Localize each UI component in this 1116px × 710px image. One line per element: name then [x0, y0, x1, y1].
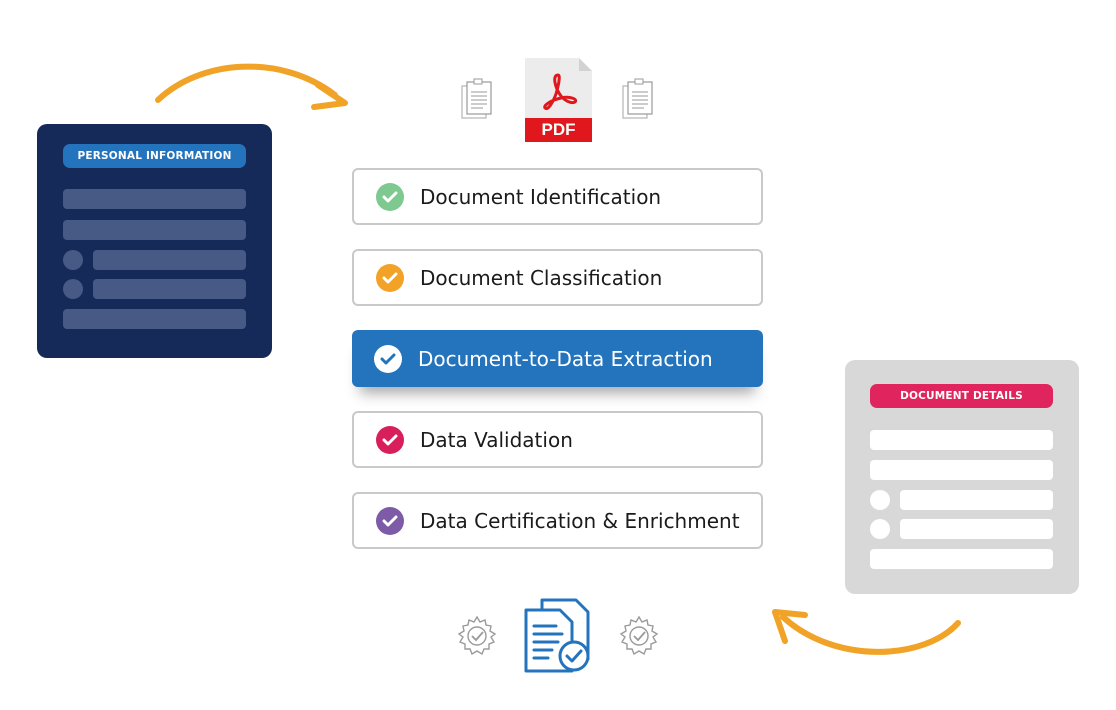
- top-curved-arrow-icon: [155, 63, 348, 110]
- step-document-to-data-extraction: Document-to-Data Extraction: [352, 330, 763, 387]
- field-bar: [870, 460, 1053, 480]
- document-stack-icon: [461, 78, 492, 119]
- personal-information-card: PERSONAL INFORMATION: [37, 124, 272, 358]
- check-circle-icon: [376, 263, 404, 292]
- field-bar: [63, 220, 246, 240]
- document-stack-icon: [622, 78, 653, 119]
- step-label: Document Identification: [420, 184, 662, 209]
- step-label: Data Validation: [420, 427, 573, 452]
- check-circle-icon: [374, 344, 402, 373]
- document-details-title: DOCUMENT DETAILS: [870, 384, 1053, 408]
- field-dot: [870, 519, 890, 539]
- step-data-validation: Data Validation: [352, 411, 763, 468]
- field-dot: [63, 279, 83, 299]
- gear-check-icon: [619, 615, 659, 656]
- field-bar: [63, 309, 246, 329]
- field-dot: [870, 490, 890, 510]
- pdf-label: PDF: [525, 118, 592, 142]
- step-data-certification-enrichment: Data Certification & Enrichment: [352, 492, 763, 549]
- step-label: Document Classification: [420, 265, 663, 290]
- personal-information-title: PERSONAL INFORMATION: [63, 144, 246, 168]
- field-bar: [63, 189, 246, 209]
- step-label: Document-to-Data Extraction: [418, 346, 713, 371]
- certified-document-icon: [524, 598, 590, 673]
- field-bar: [900, 519, 1053, 539]
- field-bar: [870, 549, 1053, 569]
- bottom-curved-arrow-icon: [772, 609, 961, 655]
- check-circle-icon: [376, 425, 404, 454]
- document-details-card: DOCUMENT DETAILS: [845, 360, 1079, 594]
- field-bar: [93, 250, 246, 270]
- field-dot: [63, 250, 83, 270]
- step-label: Data Certification & Enrichment: [420, 508, 740, 533]
- gear-check-icon: [457, 615, 497, 656]
- check-circle-icon: [376, 506, 404, 535]
- step-document-identification: Document Identification: [352, 168, 763, 225]
- field-bar: [900, 490, 1053, 510]
- step-document-classification: Document Classification: [352, 249, 763, 306]
- check-circle-icon: [376, 182, 404, 211]
- field-bar: [870, 430, 1053, 450]
- field-bar: [93, 279, 246, 299]
